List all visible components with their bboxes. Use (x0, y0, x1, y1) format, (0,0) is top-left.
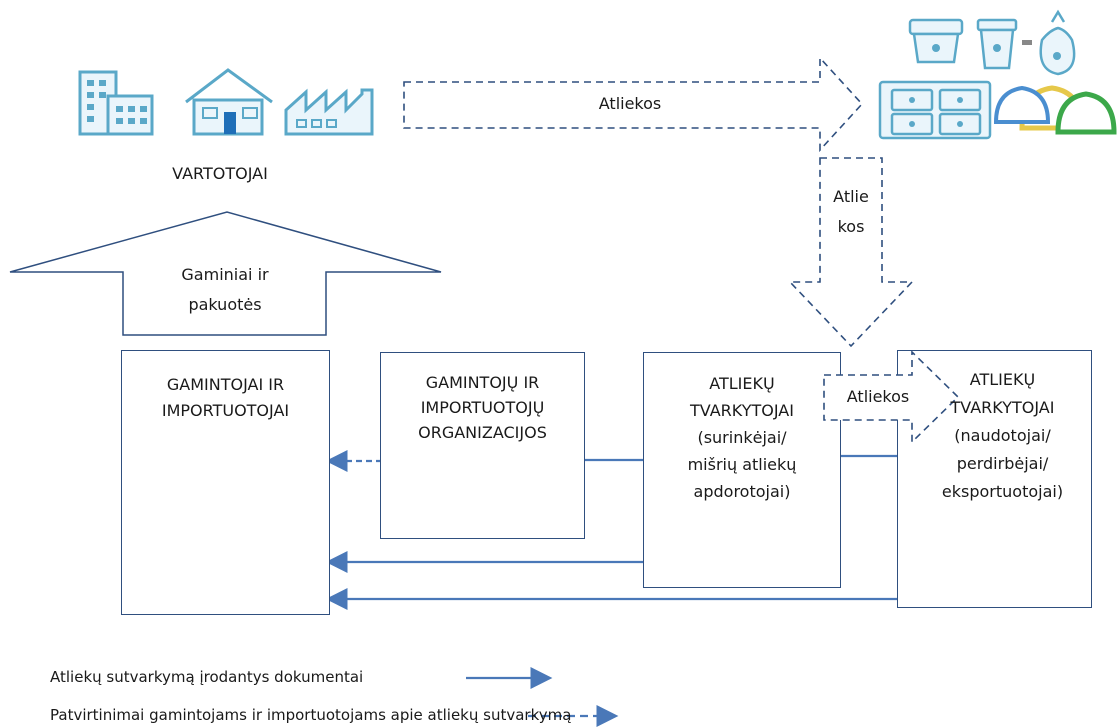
processors-box-title: ATLIEKŲ TVARKYTOJAI (naudotojai/ perdirb… (935, 366, 1070, 506)
organizations-line3: ORGANIZACIJOS (418, 423, 547, 442)
organizations-box-title: GAMINTOJŲ IR IMPORTUOTOJŲ ORGANIZACIJOS (380, 370, 585, 445)
collectors-box-title: ATLIEKŲ TVARKYTOJAI (surinkėjai/ mišrių … (643, 370, 841, 505)
producers-box-title: GAMINTOJAI IR IMPORTUOTOJAI (121, 372, 330, 424)
consumers-label: VARTOTOJAI (172, 164, 268, 183)
collectors-line1: ATLIEKŲ (709, 374, 775, 393)
legend-solid-text: Atliekų sutvarkymą įrodantys dokumentai (50, 668, 364, 686)
producers-box (121, 350, 330, 615)
waste-arrow-top (403, 55, 864, 153)
processors-line3: (naudotojai/ (954, 426, 1051, 445)
waste-arrow-down-label: Atlie kos (820, 182, 882, 242)
producers-line2: IMPORTUOTOJAI (161, 401, 290, 420)
collectors-line5: apdorotojai) (693, 482, 791, 501)
buildings-icon (78, 70, 154, 136)
organizations-line2: IMPORTUOTOJŲ (420, 398, 545, 417)
producers-line1: GAMINTOJAI IR (166, 375, 285, 394)
waste-arrow-mid (823, 350, 960, 444)
waste-arrow-down-line1: Atlie (833, 187, 869, 206)
legend-dashed-text: Patvirtinimai gamintojams ir importuotoj… (50, 706, 572, 724)
house-icon (185, 68, 273, 136)
waste-arrow-top-label: Atliekos (598, 94, 662, 113)
collectors-line4: mišrių atliekų (687, 455, 797, 474)
processors-line4: perdirbėjai/ (956, 454, 1049, 473)
collectors-line2: TVARKYTOJAI (690, 401, 794, 420)
products-arrow-line1: Gaminiai ir (181, 265, 269, 284)
products-arrow-label: Gaminiai ir pakuotės (140, 260, 310, 320)
organizations-box (380, 352, 585, 539)
processors-line1: ATLIEKŲ (969, 370, 1036, 389)
organizations-line1: GAMINTOJŲ IR (425, 373, 540, 392)
waste-arrow-down-line2: kos (837, 217, 865, 236)
collectors-box (643, 352, 841, 588)
factory-icon (284, 88, 374, 136)
waste-arrow-mid-label: Atliekos (846, 387, 910, 406)
products-arrow-line2: pakuotės (188, 295, 262, 314)
products-arrow (9, 211, 442, 336)
collectors-line3: (surinkėjai/ (697, 428, 787, 447)
recycling-bins-icon (878, 9, 1117, 140)
processors-line5: eksportuotojai) (941, 482, 1064, 501)
processors-line2: TVARKYTOJAI (950, 398, 1055, 417)
